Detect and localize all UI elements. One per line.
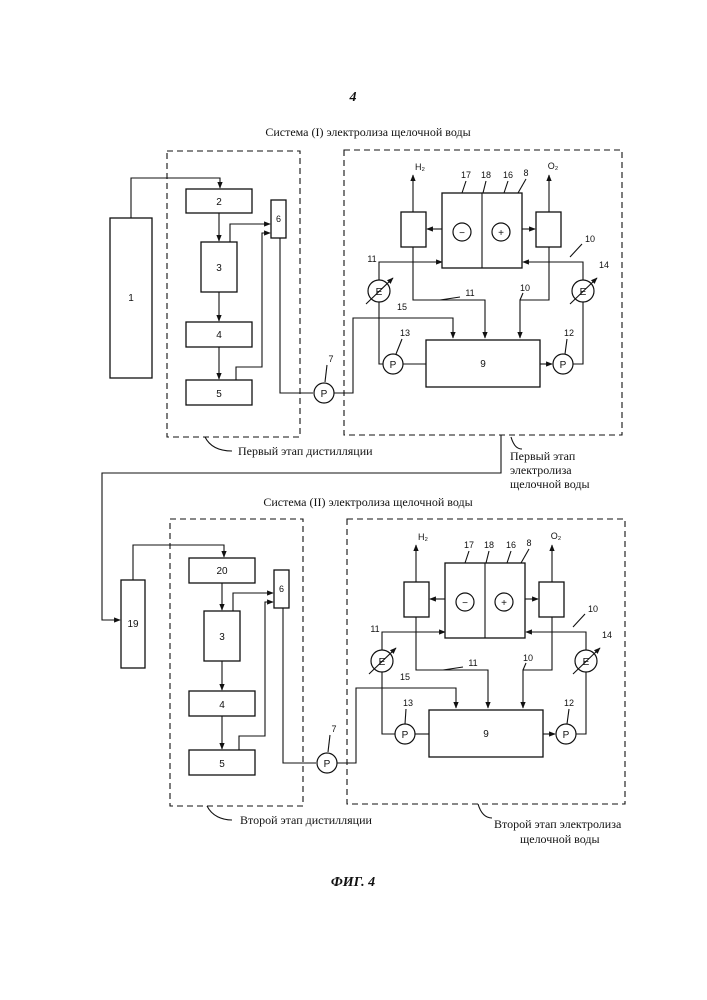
o2-label-2: O₂ <box>551 531 562 541</box>
dist-block-2-label: 2 <box>216 197 222 208</box>
anode-sign-1-label: + <box>498 228 504 239</box>
exchanger-14-2-num: 14 <box>602 630 612 640</box>
dist-block-5-label: 5 <box>216 389 222 400</box>
cell-num-17-1: 17 <box>461 170 471 180</box>
dist-block-5-2-label: 5 <box>219 759 225 770</box>
pump-12-1-label: P <box>560 360 567 371</box>
figure-caption: ФИГ. 4 <box>331 875 375 890</box>
pump-12-2-num: 12 <box>564 698 574 708</box>
main-pump-2-label: P <box>324 759 331 770</box>
system-2: Система (II) электролиза щелочной воды 1… <box>121 495 625 846</box>
main-pump-1-num: 7 <box>328 354 333 364</box>
o2-separator-1 <box>536 212 561 247</box>
cell-num-8-2: 8 <box>526 538 531 548</box>
dist-block-3-2-label: 3 <box>219 632 225 643</box>
cell-num-8-1: 8 <box>523 168 528 178</box>
h2-label-1: H₂ <box>415 162 425 172</box>
dist-block-4-label: 4 <box>216 330 222 341</box>
dist-block-3-label: 3 <box>216 263 222 274</box>
exchanger-14-1-num: 14 <box>599 260 609 270</box>
inter-system-line <box>102 435 501 620</box>
dist-block-6-2-label: 6 <box>279 584 284 594</box>
cell-num-18-2: 18 <box>484 540 494 550</box>
electrolysis-label-1-line1: Первый этап <box>510 449 576 463</box>
electrolysis-label-1-line3: щелочной воды <box>510 477 590 491</box>
main-pump-2-num: 7 <box>331 724 336 734</box>
line-11-2: 11 <box>468 658 477 668</box>
h2-separator-1 <box>401 212 426 247</box>
system-1: Система (I) электролиза щелочной воды 1 … <box>110 125 622 491</box>
electrolysis-label-2-line2: щелочной воды <box>520 832 600 846</box>
exchanger-11-1-sub: 15 <box>397 302 407 312</box>
electrolysis-label-1-line2: электролиза <box>510 463 572 477</box>
tank-1-label: 9 <box>480 359 486 370</box>
distillation-label-2: Второй этап дистилляции <box>240 813 373 827</box>
h2-separator-2 <box>404 582 429 617</box>
line-10a-2: 10 <box>523 653 533 663</box>
pump-12-1-num: 12 <box>564 328 574 338</box>
pump-12-2-label: P <box>563 730 570 741</box>
line-10b-2: 10 <box>588 604 598 614</box>
system-2-title: Система (II) электролиза щелочной воды <box>263 495 472 509</box>
exchanger-11-2-sub: 15 <box>400 672 410 682</box>
o2-label-1: O₂ <box>548 161 559 171</box>
cathode-sign-1-label: − <box>459 228 465 239</box>
source-block-19-label: 19 <box>127 619 139 630</box>
line-10b-1: 10 <box>585 234 595 244</box>
anode-sign-2-label: + <box>501 598 507 609</box>
cathode-sign-2-label: − <box>462 598 468 609</box>
source-block-1-label: 1 <box>128 293 134 304</box>
dist-block-6-label: 6 <box>276 214 281 224</box>
dist-block-20-label: 20 <box>216 566 228 577</box>
cell-num-16-1: 16 <box>503 170 513 180</box>
pump-13-2-label: P <box>402 730 409 741</box>
o2-separator-2 <box>539 582 564 617</box>
line-10a-1: 10 <box>520 283 530 293</box>
exchanger-11-1-num: 11 <box>367 254 376 264</box>
electrolysis-label-2-line1: Второй этап электролиза <box>494 817 622 831</box>
cell-num-18-1: 18 <box>481 170 491 180</box>
cell-num-17-2: 17 <box>464 540 474 550</box>
dist-block-4-2-label: 4 <box>219 700 225 711</box>
main-pump-1-label: P <box>321 389 328 400</box>
pump-13-1-num: 13 <box>400 328 410 338</box>
pump-13-1-label: P <box>390 360 397 371</box>
distillation-label-1: Первый этап дистилляции <box>238 444 373 458</box>
pump-13-2-num: 13 <box>403 698 413 708</box>
h2-label-2: H₂ <box>418 532 428 542</box>
cell-num-16-2: 16 <box>506 540 516 550</box>
exchanger-11-2-num: 11 <box>370 624 379 634</box>
line-11-1: 11 <box>465 288 474 298</box>
page-number: 4 <box>349 90 357 105</box>
tank-2-label: 9 <box>483 729 489 740</box>
system-1-title: Система (I) электролиза щелочной воды <box>265 125 470 139</box>
